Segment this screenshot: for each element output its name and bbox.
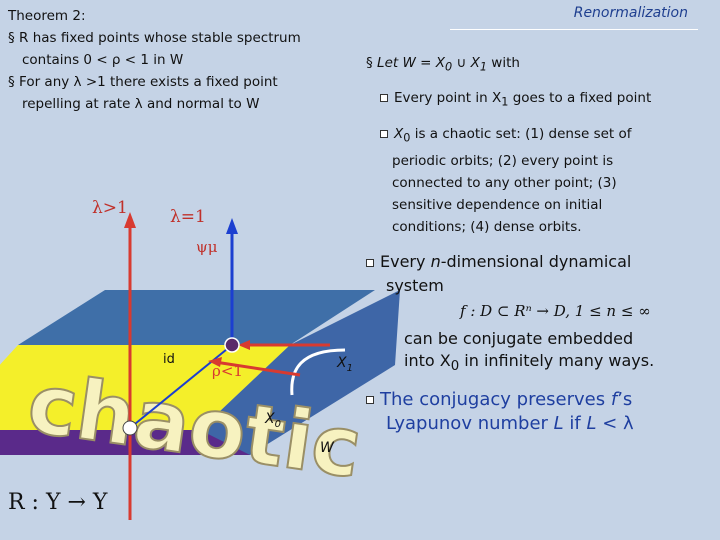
- sub1-text-b: goes to a fixed point: [508, 90, 651, 106]
- sub1-text-a: Every point in X: [394, 90, 501, 106]
- item4-L2: L: [586, 413, 596, 434]
- fixed-point-purple: [225, 338, 239, 352]
- item-4: The conjugacy preserves f’s Lyapunov num…: [366, 388, 666, 436]
- rho-label: ρ<1: [212, 362, 243, 380]
- item-3-continued: can be conjugate embedded into X0 in inf…: [404, 328, 666, 378]
- embedding-formula: f : D ⊂ Rⁿ → D, 1 ≤ n ≤ ∞: [460, 300, 666, 322]
- square-bullet-icon: [366, 396, 374, 404]
- sub-item-2: X0 is a chaotic set: (1) dense set of pe…: [380, 123, 672, 238]
- item4-text-a: The conjugacy preserves: [380, 389, 611, 410]
- bullet-icon: §: [366, 55, 377, 71]
- item3-n: n: [431, 252, 441, 271]
- let-sub-1: 1: [480, 61, 487, 74]
- renormalization-map-label: R : Y → Y: [8, 490, 107, 515]
- fixed-point-white: [123, 421, 137, 435]
- item3-text-d: in infinitely many ways.: [459, 351, 654, 370]
- sub2-text-a: X: [394, 126, 403, 142]
- id-label: id: [163, 352, 175, 367]
- square-bullet-icon: [380, 94, 388, 102]
- sub2-text-b: is a chaotic set: (1) dense set of perio…: [392, 126, 632, 235]
- let-union: ∪ X: [452, 55, 480, 71]
- w-label: W: [320, 440, 335, 456]
- item3-text-a: Every: [380, 252, 431, 271]
- item3-sub: 0: [451, 359, 459, 374]
- psi-label: ψμ: [196, 238, 218, 256]
- item4-text-d: < λ: [597, 413, 634, 434]
- lambda-eq-label: λ=1: [170, 207, 206, 227]
- square-bullet-icon: [366, 259, 374, 267]
- item4-text-c: if: [564, 413, 587, 434]
- sub-item-1: Every point in X1 goes to a fixed point: [380, 87, 666, 114]
- let-prefix: Let W = X: [377, 55, 445, 71]
- item-3: Every n-dimensional dynamical system: [366, 250, 666, 298]
- lambda-gt-label: λ>1: [92, 198, 128, 218]
- right-list: § Let W = X0 ∪ X1 with Every point in X1…: [366, 52, 666, 436]
- let-w-item: § Let W = X0 ∪ X1 with: [366, 52, 666, 79]
- square-bullet-icon: [380, 130, 388, 138]
- let-suffix: with: [487, 55, 520, 71]
- lambda-eq-arrowhead: [226, 218, 238, 234]
- item4-L1: L: [554, 413, 564, 434]
